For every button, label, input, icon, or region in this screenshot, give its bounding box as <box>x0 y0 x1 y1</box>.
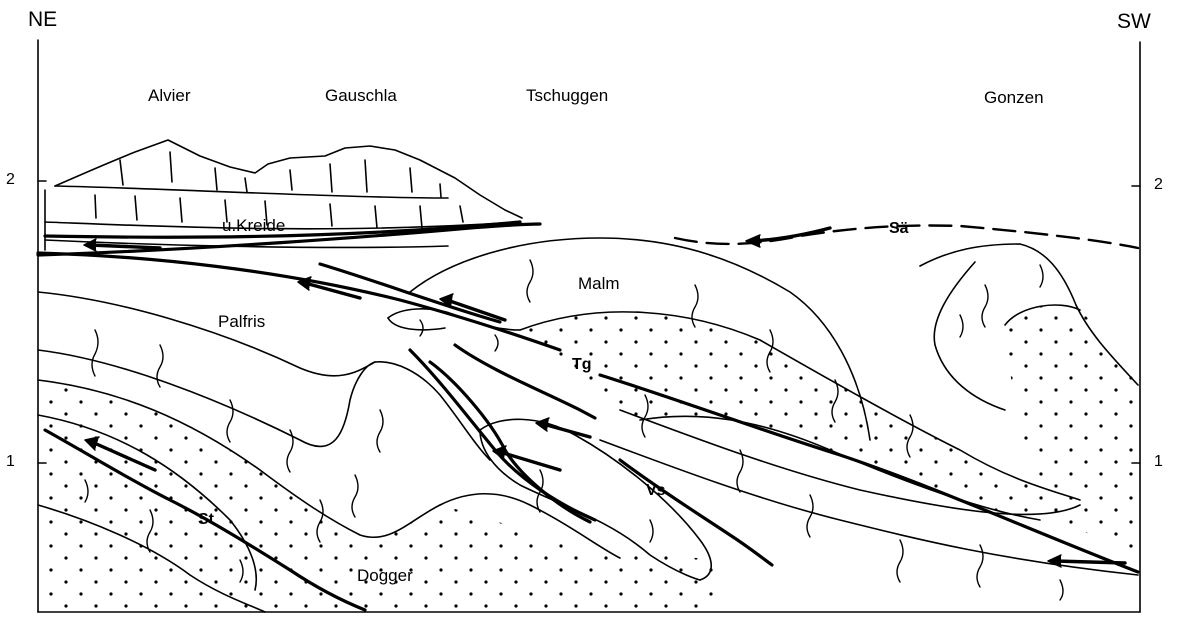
orientation-left: NE <box>28 8 57 32</box>
dogger-pattern-right <box>1005 305 1138 560</box>
thrust-label-st: St <box>198 511 214 529</box>
main-thrust <box>38 253 560 350</box>
palfris-lens <box>388 318 445 330</box>
summit-ridge <box>55 140 522 218</box>
peak-alvier: Alvier <box>148 86 191 106</box>
kreide-top <box>55 186 448 198</box>
unit-kreide: u.Kreide <box>222 216 285 236</box>
unit-palfris: Palfris <box>218 312 265 332</box>
gonzen-left <box>934 262 1005 410</box>
peak-gauschla: Gauschla <box>325 86 397 106</box>
scale-right-2: 2 <box>1154 176 1163 194</box>
unit-dogger: Dogger <box>357 566 413 586</box>
scale-left-1: 1 <box>6 453 15 471</box>
scale-right-1: 1 <box>1154 453 1163 471</box>
dogger-pattern-center <box>520 312 1080 520</box>
peak-gonzen: Gonzen <box>984 88 1044 108</box>
peak-tschuggen: Tschuggen <box>526 86 608 106</box>
thrust-label-vs: Vs <box>646 482 666 500</box>
thrust-label-sa: Sä <box>889 220 909 238</box>
unit-malm: Malm <box>578 274 620 294</box>
vs-thrust-1 <box>410 350 595 520</box>
thrust-label-tg: Tg <box>572 356 592 374</box>
scale-left-2: 2 <box>6 171 15 189</box>
orientation-right: SW <box>1117 10 1151 34</box>
